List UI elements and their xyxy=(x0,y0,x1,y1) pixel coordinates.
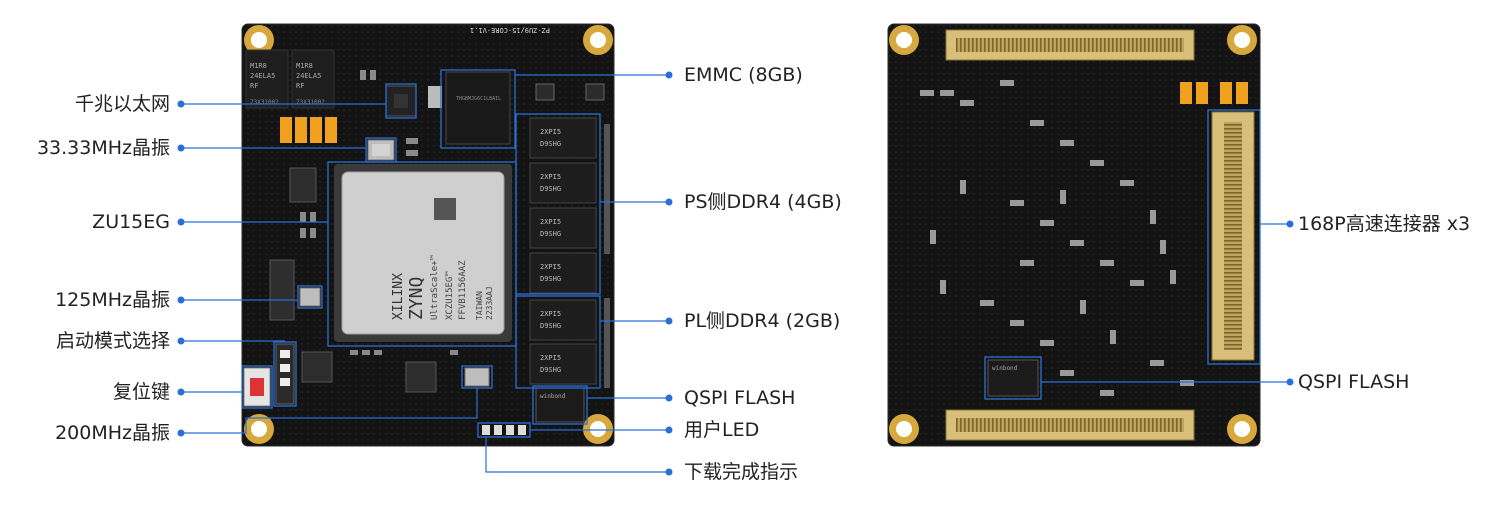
connector-bottom xyxy=(945,409,1195,441)
svg-text:RF: RF xyxy=(296,82,304,90)
passive-components-back xyxy=(920,80,1194,396)
label-gigabit-ethernet: 千兆以太网 xyxy=(74,93,170,115)
orange-capacitors xyxy=(280,117,337,143)
label-pl-ddr4: PL侧DDR4 (2GB) xyxy=(684,310,841,332)
label-33mhz-crystal: 33.33MHz晶振 xyxy=(36,137,170,159)
boot-mode-switch xyxy=(275,343,295,405)
front-board: PZ-ZU9/15-CORE-V1.1 M1R8 24ELA5 RF 73X31… xyxy=(241,23,615,447)
mounting-hole-back-tl xyxy=(889,25,919,55)
svg-text:2XPI5: 2XPI5 xyxy=(540,354,561,362)
svg-text:XCZU15EG™: XCZU15EG™ xyxy=(445,271,455,320)
ddr4-chip: 2XPI5 D9SHG xyxy=(529,162,597,204)
mounting-hole-bl xyxy=(244,414,274,444)
svg-text:FFVB1156AAZ: FFVB1156AAZ xyxy=(458,260,468,320)
svg-text:D9SHG: D9SHG xyxy=(540,322,561,330)
label-qspi-flash: QSPI FLASH xyxy=(684,387,796,409)
connector-right xyxy=(1211,111,1255,361)
leader-lines-front xyxy=(181,74,669,473)
svg-text:THGBMJG6C1LBAIL: THGBMJG6C1LBAIL xyxy=(456,96,501,102)
mounting-hole-back-bl xyxy=(889,414,919,444)
svg-text:D9SHG: D9SHG xyxy=(540,230,561,238)
mounting-hole-br xyxy=(583,414,613,444)
svg-text:2XPI5: 2XPI5 xyxy=(540,263,561,271)
ethernet-phy-chip-1: M1R8 24ELA5 RF 73X31002 xyxy=(245,49,289,109)
svg-text:XILINX: XILINX xyxy=(391,273,406,320)
svg-text:D9SHG: D9SHG xyxy=(540,185,561,193)
smd-components xyxy=(269,70,610,388)
highlight-boxes-back xyxy=(984,109,1261,400)
mounting-hole-back-br xyxy=(1227,414,1257,444)
ddr4-chip: 2XPI5 D9SHG xyxy=(529,117,597,159)
ddr4-chip: 2XPI5 D9SHG xyxy=(529,299,597,341)
label-emmc: EMMC (8GB) xyxy=(684,64,803,86)
svg-text:73X31002: 73X31002 xyxy=(250,99,279,106)
svg-text:24ELA5: 24ELA5 xyxy=(250,72,275,80)
ethernet-phy-chip-2: M1R8 24ELA5 RF 73X31002 xyxy=(291,49,335,109)
svg-text:M1R8: M1R8 xyxy=(296,62,313,70)
svg-text:2233AAJ: 2233AAJ xyxy=(485,286,494,320)
svg-text:D9SHG: D9SHG xyxy=(540,140,561,148)
svg-text:TAIWAN: TAIWAN xyxy=(475,291,484,320)
label-reset-key: 复位键 xyxy=(112,381,170,403)
leader-dots-back xyxy=(1286,220,1294,386)
ethernet-ic xyxy=(385,85,417,117)
ddr4-chips: 2XPI5 D9SHG 2XPI5 D9SHG 2XPI5 D9SHG 2XPI… xyxy=(529,117,597,385)
label-done-indicator: 下载完成指示 xyxy=(684,461,799,483)
board-silk-label: PZ-ZU9/15-CORE-V1.1 xyxy=(470,26,550,34)
crystal-200mhz xyxy=(464,367,490,387)
leader-lines-back xyxy=(1041,223,1290,383)
svg-text:M1R8: M1R8 xyxy=(250,62,267,70)
qspi-flash-front: winbond xyxy=(535,387,585,423)
connector-top xyxy=(945,29,1195,61)
orange-capacitors-back xyxy=(1180,82,1248,104)
highlight-boxes-front xyxy=(241,69,601,438)
svg-text:2XPI5: 2XPI5 xyxy=(540,310,561,318)
svg-text:ZYNQ: ZYNQ xyxy=(406,277,427,320)
label-user-led: 用户LED xyxy=(684,419,760,441)
qspi-flash-back: winbond xyxy=(987,359,1039,397)
label-qspi-flash-back: QSPI FLASH xyxy=(1298,371,1410,393)
svg-text:2XPI5: 2XPI5 xyxy=(540,173,561,181)
svg-text:24ELA5: 24ELA5 xyxy=(296,72,321,80)
svg-text:2XPI5: 2XPI5 xyxy=(540,218,561,226)
crystal-125mhz xyxy=(299,287,321,307)
label-200mhz-crystal: 200MHz晶振 xyxy=(55,422,170,444)
label-125mhz-crystal: 125MHz晶振 xyxy=(55,289,170,311)
label-zu15eg: ZU15EG xyxy=(92,211,170,233)
svg-text:UltraScale+™: UltraScale+™ xyxy=(430,255,440,320)
ddr4-chip: 2XPI5 D9SHG xyxy=(529,207,597,249)
ddr4-chip: 2XPI5 D9SHG xyxy=(529,252,597,294)
label-boot-mode: 启动模式选择 xyxy=(55,330,170,352)
back-board: winbond xyxy=(887,23,1261,447)
svg-text:D9SHG: D9SHG xyxy=(540,275,561,283)
svg-text:73X31002: 73X31002 xyxy=(296,99,325,106)
emmc-chip: THGBMJG6C1LBAIL xyxy=(445,71,511,145)
ddr4-chip: 2XPI5 D9SHG xyxy=(529,343,597,385)
fpga-chip-zu15eg: XILINX ZYNQ UltraScale+™ XCZU15EG™ FFVB1… xyxy=(334,164,512,342)
crystal-33mhz xyxy=(367,139,395,161)
leader-dots-front xyxy=(177,71,673,476)
label-ps-ddr4: PS侧DDR4 (4GB) xyxy=(684,191,842,213)
svg-text:2XPI5: 2XPI5 xyxy=(540,128,561,136)
reset-button-part xyxy=(243,367,271,407)
svg-text:winbond: winbond xyxy=(540,393,566,400)
mounting-hole-tl xyxy=(244,25,274,55)
label-high-speed-connectors: 168P高速连接器 x3 xyxy=(1298,213,1471,235)
mounting-hole-tr xyxy=(583,25,613,55)
svg-text:D9SHG: D9SHG xyxy=(540,366,561,374)
svg-text:RF: RF xyxy=(250,82,258,90)
mounting-hole-back-tr xyxy=(1227,25,1257,55)
svg-text:winbond: winbond xyxy=(992,365,1018,372)
user-leds xyxy=(482,425,526,435)
